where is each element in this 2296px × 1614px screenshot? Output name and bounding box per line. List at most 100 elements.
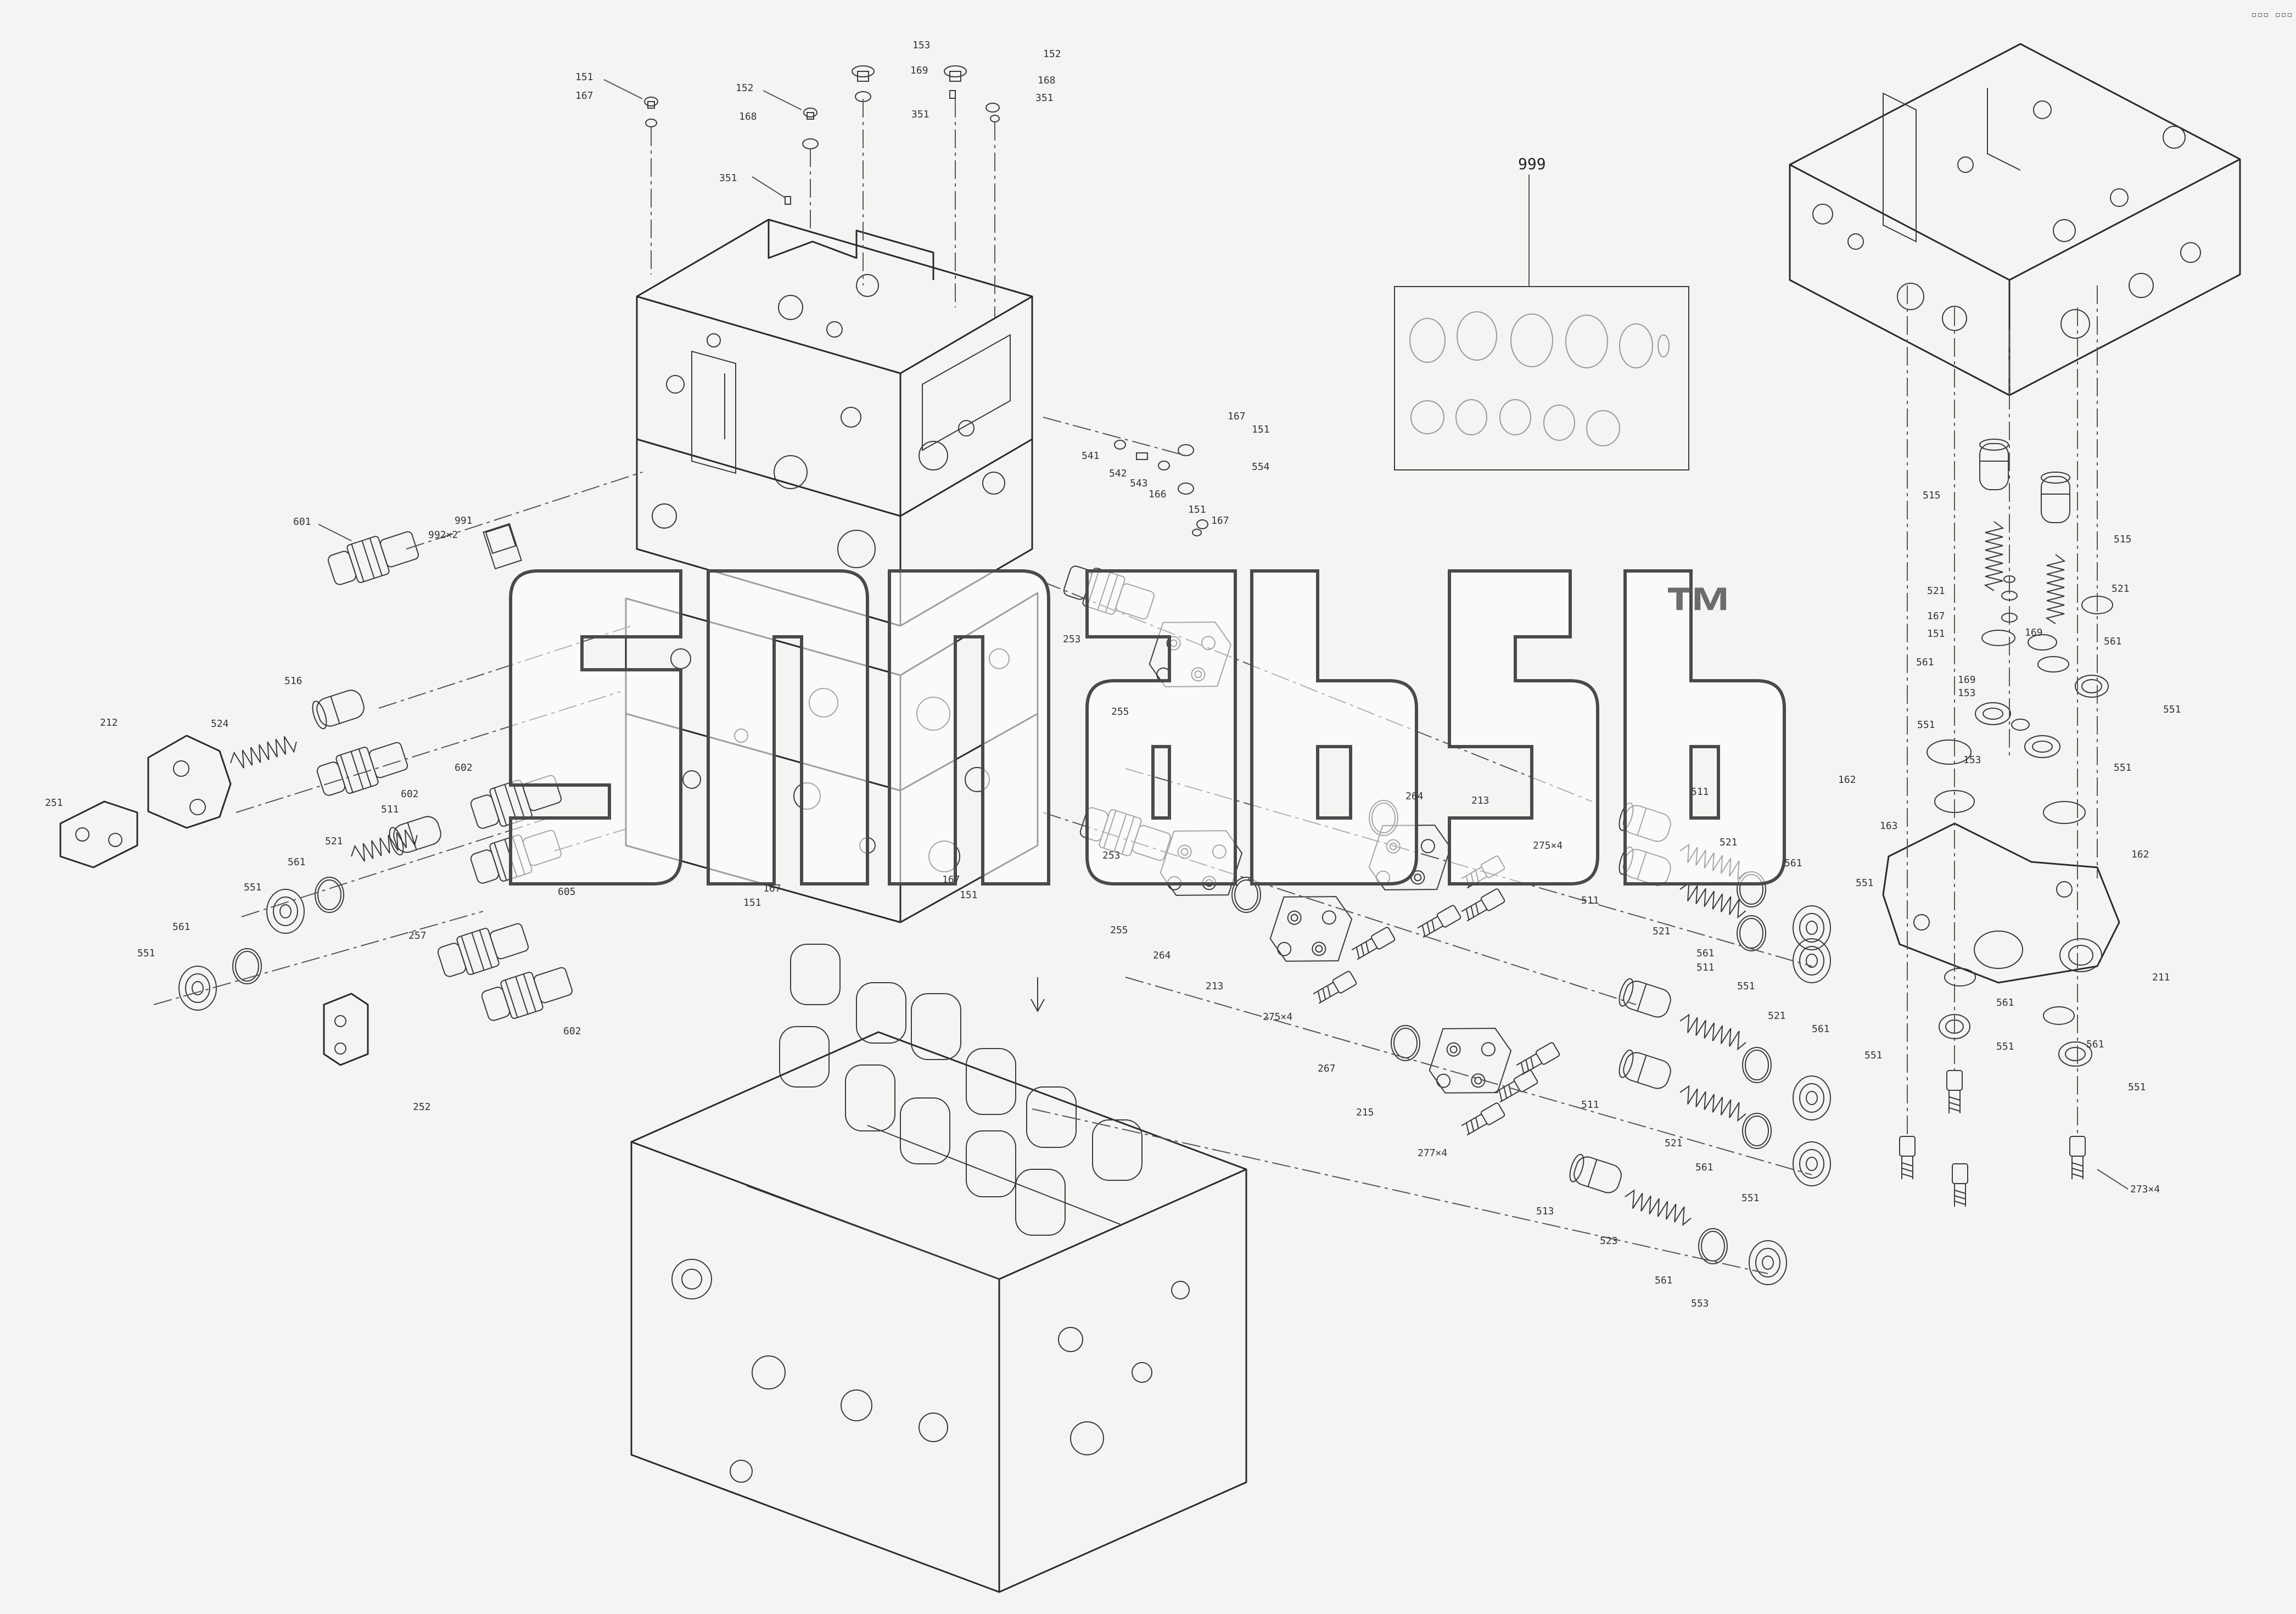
- label-521: 521: [1927, 585, 1945, 597]
- label-167: 167: [1927, 610, 1945, 622]
- label-255: 255: [1110, 924, 1128, 936]
- label-151: 151: [1927, 628, 1945, 640]
- label-211: 211: [2152, 972, 2170, 983]
- label-561: 561: [1996, 997, 2014, 1008]
- part-labels: 151 167 152 168 153 169 351 152 168 351 …: [45, 40, 2181, 1309]
- watermark-logo: ™: [509, 569, 1786, 886]
- label-561: 561: [1696, 948, 1715, 959]
- watermark-tm: ™: [1664, 572, 1735, 652]
- label-551: 551: [244, 882, 262, 893]
- callout-999-label: 999: [1518, 155, 1546, 173]
- label-351: 351: [1035, 92, 1054, 104]
- right-spool-stack: [1032, 768, 1831, 1285]
- label-541: 541: [1082, 450, 1100, 462]
- label-991: 991: [455, 515, 473, 526]
- label-561: 561: [288, 856, 306, 868]
- label-551: 551: [1917, 719, 1935, 731]
- label-153: 153: [1958, 687, 1976, 699]
- label-561: 561: [172, 921, 191, 933]
- label-168: 168: [1038, 75, 1056, 86]
- end-cover-211: [1882, 822, 2120, 984]
- label-542: 542: [1109, 468, 1127, 479]
- label-561: 561: [1812, 1023, 1830, 1035]
- label-252: 252: [413, 1101, 431, 1113]
- label-516: 516: [284, 675, 303, 687]
- label-167: 167: [575, 90, 593, 102]
- label-602: 602: [401, 788, 419, 800]
- label-551: 551: [1864, 1050, 1883, 1061]
- label-151: 151: [960, 889, 978, 901]
- label-152: 152: [1043, 48, 1061, 60]
- label-255: 255: [1111, 706, 1129, 718]
- corner-code: ▫▫▫ ▫▫▫: [2251, 9, 2293, 20]
- label-601: 601: [293, 516, 311, 528]
- label-213: 213: [1471, 795, 1489, 806]
- label-257: 257: [408, 930, 427, 942]
- label-275x4: 275×4: [1533, 840, 1563, 851]
- label-264: 264: [1153, 950, 1171, 961]
- label-561: 561: [2104, 636, 2122, 647]
- label-523: 523: [1600, 1235, 1618, 1247]
- label-267: 267: [1318, 1063, 1336, 1074]
- label-253: 253: [1102, 850, 1121, 861]
- label-551: 551: [1737, 980, 1755, 992]
- label-551: 551: [1741, 1192, 1760, 1204]
- label-162: 162: [1838, 774, 1856, 786]
- label-551: 551: [1856, 877, 1874, 889]
- label-273x4: 273×4: [2130, 1184, 2160, 1195]
- label-213: 213: [1206, 980, 1224, 992]
- label-264: 264: [1405, 791, 1424, 802]
- label-163: 163: [1880, 820, 1898, 832]
- label-561: 561: [1916, 657, 1934, 668]
- label-513: 513: [1536, 1206, 1554, 1217]
- label-551: 551: [2114, 762, 2132, 774]
- label-605: 605: [558, 886, 576, 898]
- label-561: 561: [1695, 1162, 1713, 1173]
- label-515: 515: [1923, 490, 1941, 501]
- label-551: 551: [137, 948, 155, 959]
- label-253: 253: [1063, 634, 1081, 645]
- label-351: 351: [719, 172, 737, 184]
- label-521: 521: [1768, 1010, 1786, 1022]
- label-543: 543: [1130, 478, 1148, 489]
- label-277x4: 277×4: [1418, 1147, 1447, 1159]
- assembled-valve: [630, 944, 1247, 1593]
- label-553: 553: [1691, 1298, 1709, 1309]
- label-551: 551: [2163, 704, 2181, 715]
- label-169: 169: [2025, 627, 2043, 638]
- label-169: 169: [1958, 674, 1976, 686]
- label-561: 561: [1655, 1275, 1673, 1286]
- top-fittings: [644, 65, 1000, 318]
- label-162: 162: [2131, 849, 2149, 860]
- label-153: 153: [912, 40, 931, 51]
- label-521: 521: [1653, 926, 1671, 937]
- label-167: 167: [942, 874, 960, 886]
- label-551: 551: [1996, 1041, 2014, 1052]
- label-511: 511: [1696, 962, 1715, 973]
- right-column-parts: [1899, 285, 2113, 1207]
- label-351: 351: [911, 109, 929, 120]
- left-spool-parts: [59, 472, 643, 1066]
- label-167: 167: [763, 883, 781, 894]
- label-169: 169: [910, 65, 928, 76]
- label-561: 561: [1784, 858, 1802, 869]
- label-524: 524: [211, 718, 229, 730]
- label-167: 167: [1211, 515, 1229, 526]
- label-152: 152: [736, 82, 754, 94]
- seal-kit-callout: 999: [1394, 155, 1689, 470]
- label-602: 602: [455, 762, 473, 774]
- label-511: 511: [1691, 786, 1709, 798]
- label-151: 151: [575, 71, 593, 83]
- label-167: 167: [1228, 411, 1246, 422]
- label-251: 251: [45, 797, 63, 809]
- label-275x4: 275×4: [1263, 1011, 1292, 1023]
- label-212: 212: [100, 717, 118, 728]
- label-151: 151: [1252, 424, 1270, 435]
- label-551: 551: [2128, 1081, 2146, 1093]
- label-602: 602: [563, 1025, 581, 1037]
- label-215: 215: [1356, 1107, 1374, 1118]
- label-511: 511: [1581, 895, 1599, 906]
- label-992: 992×2: [428, 529, 458, 541]
- label-561: 561: [2086, 1039, 2104, 1050]
